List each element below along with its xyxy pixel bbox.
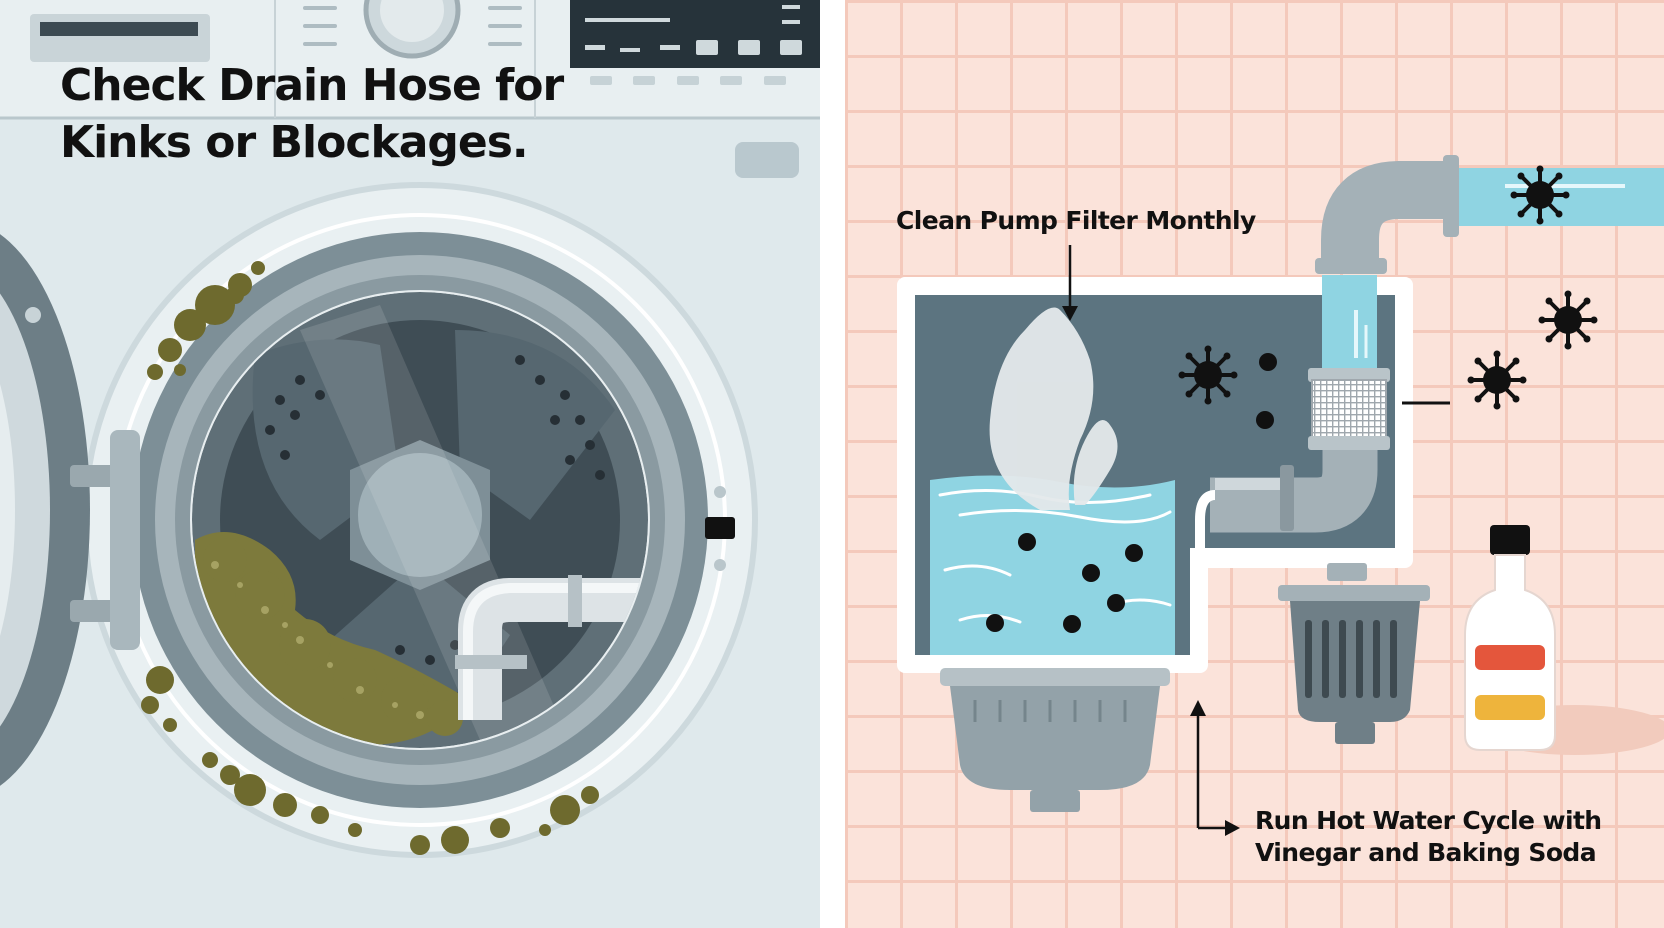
callout-hot-water-cycle: Run Hot Water Cycle with Vinegar and Bak… xyxy=(1190,700,1602,867)
arrow-icon xyxy=(1225,820,1240,836)
panel-divider xyxy=(820,0,845,928)
arrow-icon xyxy=(1062,306,1078,321)
display-screen xyxy=(570,0,820,68)
left-title: Check Drain Hose for Kinks or Blockages. xyxy=(60,60,566,168)
outlet-pipe xyxy=(1315,155,1664,274)
pump-filter xyxy=(1195,275,1390,655)
open-door xyxy=(0,234,140,786)
removed-filter xyxy=(1278,563,1664,755)
control-panel xyxy=(0,0,820,120)
detergent-drawer-handle xyxy=(735,142,799,178)
title-line-2: Kinks or Blockages. xyxy=(60,117,528,168)
arrow-icon xyxy=(1190,700,1206,716)
pump-filter-panel: Clean Pump Filter Monthly Run Hot Water … xyxy=(845,0,1664,928)
drain-hose xyxy=(455,575,645,720)
callout-top-text: Clean Pump Filter Monthly xyxy=(896,206,1256,235)
pump-housing xyxy=(897,275,1413,673)
steam-icon xyxy=(989,307,1118,510)
title-line-1: Check Drain Hose for xyxy=(60,60,565,111)
germ-icon xyxy=(1176,343,1240,407)
germ-icon xyxy=(1536,288,1600,352)
washing-machine-drum xyxy=(82,182,758,858)
washing-machine-panel: Check Drain Hose for Kinks or Blockages. xyxy=(0,0,820,928)
door-latch xyxy=(705,517,735,539)
callout-bottom-line-1: Run Hot Water Cycle with xyxy=(1255,806,1602,835)
callout-bottom-line-2: Vinegar and Baking Soda xyxy=(1255,838,1596,867)
water xyxy=(930,475,1175,655)
germ-icon xyxy=(1508,163,1572,227)
callout-clean-filter: Clean Pump Filter Monthly xyxy=(896,206,1257,321)
mold-spots xyxy=(141,261,599,855)
filter-cap xyxy=(940,668,1170,812)
cleaning-bottle xyxy=(1464,525,1556,751)
germ-icon xyxy=(1465,348,1529,412)
